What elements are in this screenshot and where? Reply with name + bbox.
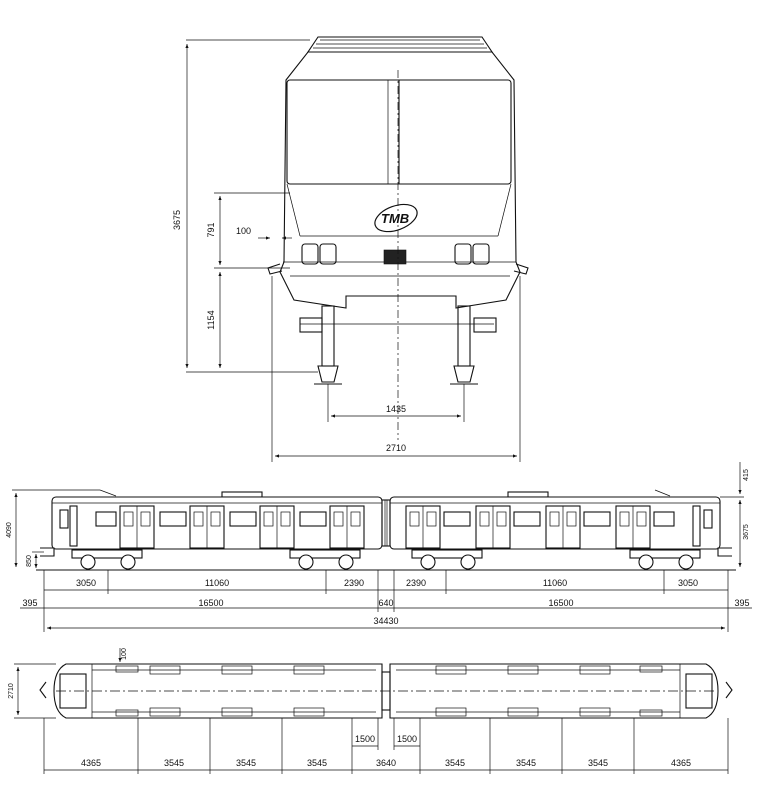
front-dimensions: 3675 791 1154 100 1435 2710 [172, 39, 521, 462]
dim-side-850: 850 [26, 555, 33, 567]
dim-side-row2-4: 395 [734, 598, 749, 608]
dim-side-3675: 3675 [743, 524, 750, 540]
dim-plan-seg-2: 3545 [236, 758, 256, 768]
dim-side-total: 34430 [373, 616, 398, 626]
dim-front-791: 791 [206, 222, 216, 237]
side-view [36, 489, 736, 571]
dim-plan-seg-0: 4365 [81, 758, 101, 768]
front-view: TMB [267, 36, 529, 440]
dim-side-row1-1: 11060 [205, 578, 229, 588]
dim-side-row1-5: 3050 [678, 578, 698, 588]
dim-side-row2-2: 640 [378, 598, 393, 608]
dim-front-gauge: 1435 [386, 404, 406, 414]
dim-front-1154: 1154 [206, 310, 216, 329]
dim-side-row1-4: 11060 [543, 578, 567, 588]
headlight-right-2 [472, 243, 490, 265]
dim-plan-seg-6: 1500 [397, 734, 417, 744]
side-bogies [71, 549, 701, 570]
plan-seats [115, 665, 663, 717]
dim-side-row1-0: 3050 [76, 578, 96, 588]
plan-car-2 [389, 663, 719, 719]
dim-front-width: 2710 [386, 443, 406, 453]
dim-front-100: 100 [236, 226, 251, 236]
plan-view [39, 663, 733, 719]
dim-side-row1-3: 2390 [406, 578, 426, 588]
dim-front-height: 3675 [172, 210, 182, 230]
dim-side-row2-0: 395 [22, 598, 37, 608]
dim-plan-seg-7: 3545 [445, 758, 465, 768]
dim-plan-seg-3: 3545 [307, 758, 327, 768]
dim-plan-seg-9: 3545 [588, 758, 608, 768]
dim-plan-seg-5: 3640 [376, 758, 396, 768]
dim-side-row1-2: 2390 [344, 578, 364, 588]
side-car-1 [51, 496, 383, 550]
tmb-logo-text: TMB [381, 211, 409, 226]
dim-side-height-total: 4090 [6, 522, 13, 538]
dim-plan-seg-10: 4365 [671, 758, 691, 768]
dim-plan-width: 2710 [8, 683, 15, 699]
side-dimensions: 4090 850 415 3675 3050 11060 2390 2390 1… [6, 462, 752, 632]
side-car-2-doors [405, 505, 651, 549]
roof-grille [313, 39, 487, 49]
dim-plan-seg-8: 3545 [516, 758, 536, 768]
side-car-1-doors [119, 505, 365, 549]
dim-plan-seg-1: 3545 [164, 758, 184, 768]
dim-side-415: 415 [743, 469, 750, 481]
dim-side-row2-1: 16500 [198, 598, 223, 608]
dim-side-row2-3: 16500 [548, 598, 573, 608]
headlight-left [301, 243, 319, 265]
dim-plan-seg-4: 1500 [355, 734, 375, 744]
headlight-right [454, 243, 472, 265]
side-car-1-windows [95, 511, 327, 527]
side-car-2-windows [443, 511, 675, 527]
coupler [383, 249, 407, 265]
plan-dimensions: 2710 100 4365 3545 3545 3545 1500 3640 1… [8, 648, 729, 774]
tmb-logo: TMB [374, 203, 418, 233]
dim-plan-100: 100 [121, 648, 128, 660]
headlight-left-2 [319, 243, 337, 265]
